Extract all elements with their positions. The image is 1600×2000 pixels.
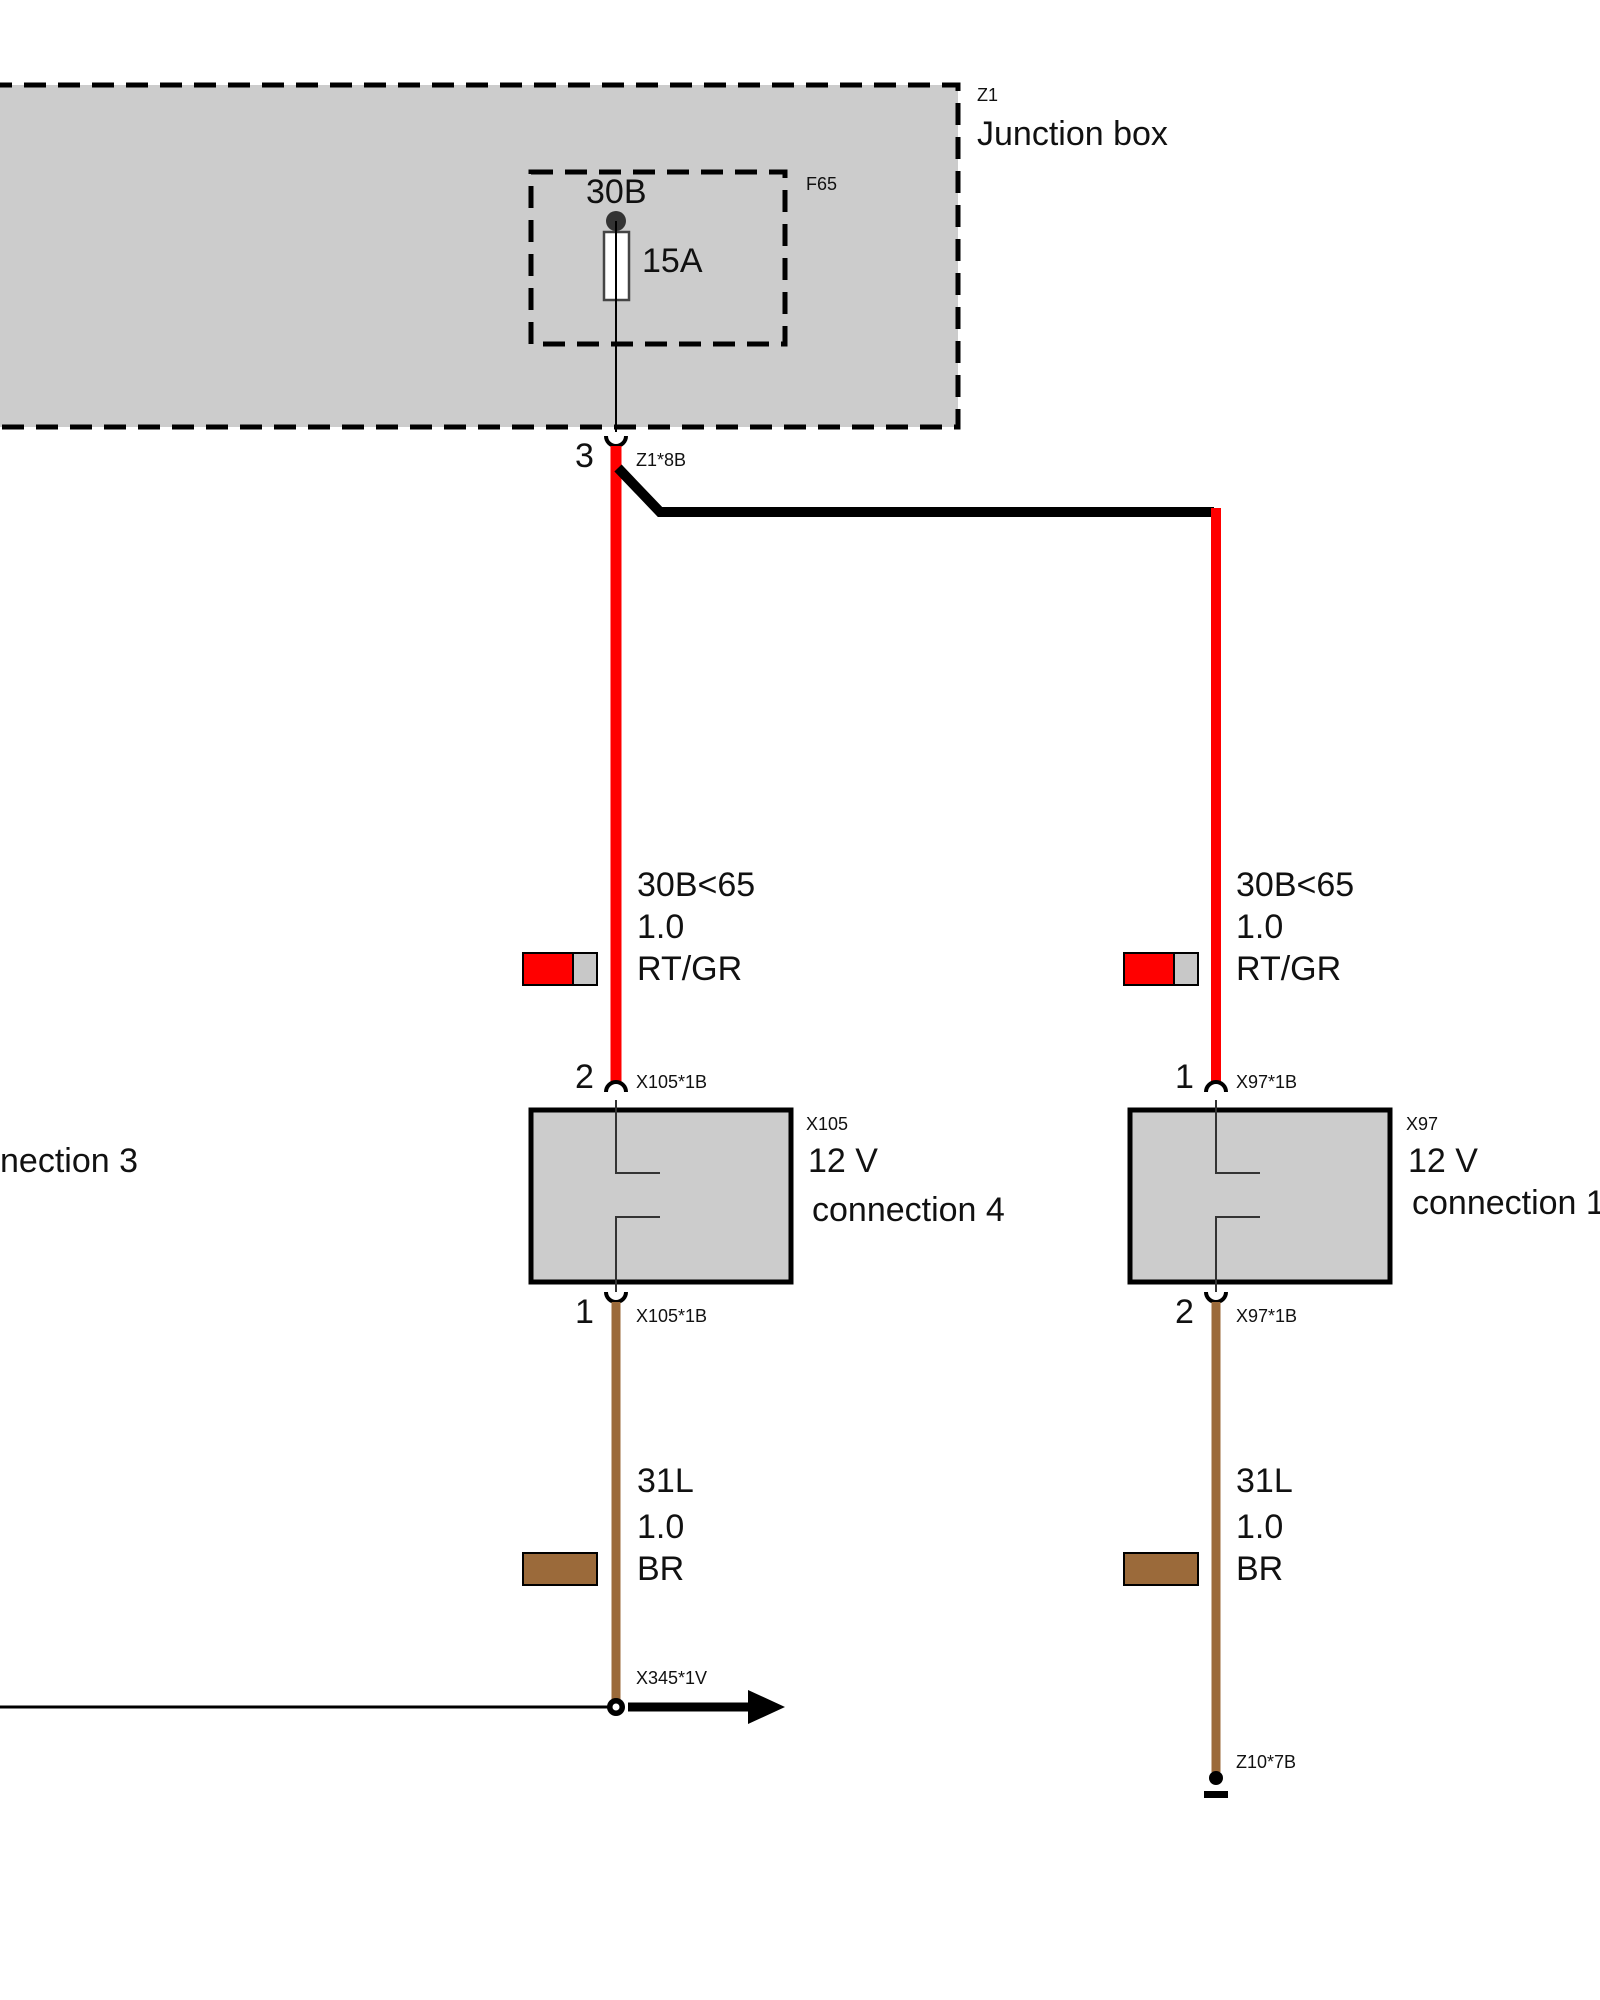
swatch-left-green bbox=[572, 952, 598, 986]
wire-right-top-size: 1.0 bbox=[1236, 908, 1283, 946]
x97-voltage: 12 V bbox=[1408, 1142, 1478, 1180]
x105-contact-bottom bbox=[615, 1216, 660, 1292]
swatch-right-brown bbox=[1123, 1552, 1199, 1586]
ground-label: Z10*7B bbox=[1236, 1752, 1296, 1772]
wire-right-top-signal: 30B<65 bbox=[1236, 866, 1354, 904]
x105-bottom-conn: X105*1B bbox=[636, 1306, 707, 1326]
fuse-box bbox=[528, 169, 788, 347]
junction-box-name: Junction box bbox=[977, 115, 1168, 153]
x105-top-conn: X105*1B bbox=[636, 1072, 707, 1092]
swatch-right-green bbox=[1173, 952, 1199, 986]
x97-top-pin: 1 bbox=[1175, 1058, 1194, 1096]
x97-bottom-socket bbox=[1204, 1291, 1228, 1304]
x97-top-socket bbox=[1204, 1080, 1228, 1093]
x105-top-socket bbox=[604, 1080, 628, 1093]
junction-box bbox=[0, 82, 961, 430]
x105-voltage: 12 V bbox=[808, 1142, 878, 1180]
x97-bottom-conn: X97*1B bbox=[1236, 1306, 1297, 1326]
wire-left-bottom-signal: 31L bbox=[637, 1462, 694, 1500]
splice-dot-inner bbox=[612, 1703, 620, 1711]
pin-3-label: 3 bbox=[575, 437, 594, 475]
wire-left-bottom-color: BR bbox=[637, 1550, 684, 1588]
fuse-rating: 15A bbox=[642, 242, 703, 280]
wire-left-bottom-size: 1.0 bbox=[637, 1508, 684, 1546]
x105-bottom-socket bbox=[604, 1291, 628, 1304]
x97-ref: X97 bbox=[1406, 1114, 1438, 1134]
partial-connection-label: nection 3 bbox=[0, 1142, 138, 1180]
wire-right-bottom-color: BR bbox=[1236, 1550, 1283, 1588]
wire-branch-black bbox=[614, 464, 1214, 517]
x97-contact-top bbox=[1215, 1100, 1260, 1174]
wire-right-bottom-signal: 31L bbox=[1236, 1462, 1293, 1500]
junction-box-ref: Z1 bbox=[977, 85, 998, 105]
x97-bottom-pin: 2 bbox=[1175, 1293, 1194, 1331]
x105-top-pin: 2 bbox=[575, 1058, 594, 1096]
x105-name: connection 4 bbox=[812, 1191, 1005, 1229]
x105-bottom-pin: 1 bbox=[575, 1293, 594, 1331]
x97-name: connection 1 bbox=[1412, 1184, 1600, 1222]
x105-contact-top bbox=[615, 1100, 660, 1174]
wire-right-bottom-size: 1.0 bbox=[1236, 1508, 1283, 1546]
x97-contact-bottom bbox=[1215, 1216, 1260, 1292]
arrow-right-icon bbox=[748, 1690, 785, 1724]
fuse-ref: F65 bbox=[806, 174, 837, 194]
wire-left-top-size: 1.0 bbox=[637, 908, 684, 946]
ground-icon bbox=[1204, 1791, 1228, 1798]
ground-dot bbox=[1209, 1771, 1223, 1785]
fuse-terminal: 30B bbox=[586, 173, 647, 211]
splice-label: X345*1V bbox=[636, 1668, 707, 1688]
wire-right-top-color: RT/GR bbox=[1236, 950, 1341, 988]
wire-left-top-signal: 30B<65 bbox=[637, 866, 755, 904]
connector-x97-box bbox=[1127, 1107, 1393, 1285]
x105-ref: X105 bbox=[806, 1114, 848, 1134]
pin-3-socket bbox=[604, 435, 628, 448]
swatch-right-red bbox=[1123, 952, 1175, 986]
pin-3-connector: Z1*8B bbox=[636, 450, 686, 470]
x97-top-conn: X97*1B bbox=[1236, 1072, 1297, 1092]
swatch-left-brown bbox=[522, 1552, 598, 1586]
swatch-left-red bbox=[522, 952, 574, 986]
connector-x105-box bbox=[528, 1107, 794, 1285]
wire-left-top-color: RT/GR bbox=[637, 950, 742, 988]
